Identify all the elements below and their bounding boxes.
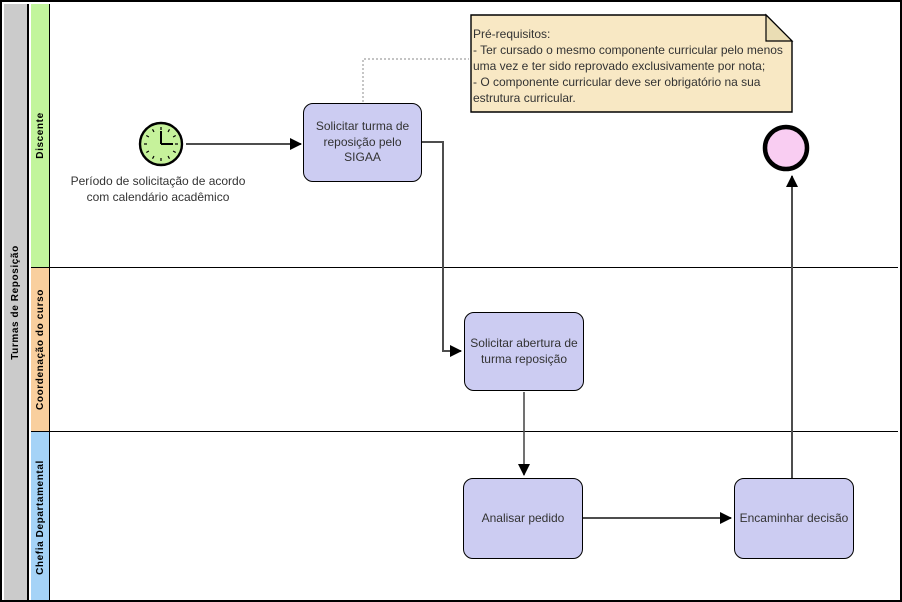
lane-header-discente: Discente xyxy=(31,4,50,267)
task-label: Encaminhar decisão xyxy=(739,510,849,525)
pool-header: Turmas de Reposição xyxy=(4,4,29,600)
note-item: - O componente curricular deve ser obrig… xyxy=(473,75,761,105)
lane-header-chefia: Chefia Departamental xyxy=(31,432,50,600)
lane-label-chefia: Chefia Departamental xyxy=(34,459,46,575)
pool-label: Turmas de Reposição xyxy=(10,244,21,360)
lane-discente: Discente xyxy=(31,4,898,268)
timer-event-label: Período de solicitação de acordo com cal… xyxy=(70,174,246,204)
note-title: Pré-requisitos: xyxy=(473,27,551,41)
task-label: Solicitar turma de reposição pelo SIGAA xyxy=(315,119,410,165)
lane-coordenacao-do-curso: Coordenação do curso xyxy=(31,268,898,432)
task-label: Analisar pedido xyxy=(481,510,565,525)
task-solicitar-abertura-turma: Solicitar abertura de turma reposição xyxy=(464,312,584,391)
task-solicitar-turma-reposicao-sigaa: Solicitar turma de reposição pelo SIGAA xyxy=(303,103,422,182)
lane-header-coordenacao: Coordenação do curso xyxy=(31,268,50,431)
lane-chefia-departamental: Chefia Departamental xyxy=(31,432,898,600)
note-item: - Ter cursado o mesmo componente curricu… xyxy=(473,43,783,73)
task-label: Solicitar abertura de turma reposição xyxy=(470,336,578,366)
lane-label-coordenacao: Coordenação do curso xyxy=(34,289,46,410)
task-encaminhar-decisao: Encaminhar decisão xyxy=(734,478,854,559)
lane-label-discente: Discente xyxy=(34,112,46,159)
task-analisar-pedido: Analisar pedido xyxy=(463,478,583,559)
note-prerequisitos: Pré-requisitos: - Ter cursado o mesmo co… xyxy=(473,26,789,106)
